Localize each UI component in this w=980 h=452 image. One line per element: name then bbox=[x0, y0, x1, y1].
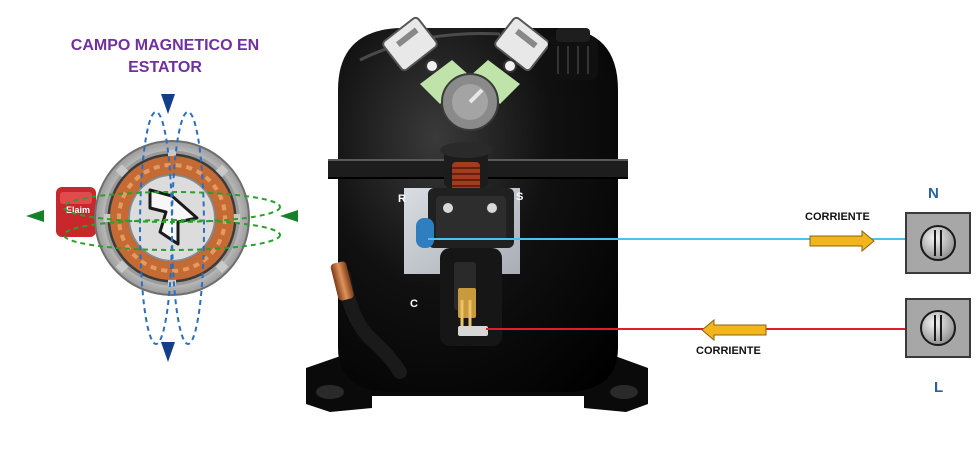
neutral-terminal bbox=[905, 212, 971, 274]
current-arrow-in bbox=[809, 229, 875, 253]
neutral-screw-icon bbox=[920, 225, 956, 261]
stator-badge: Elaim bbox=[66, 205, 90, 215]
line-screw-icon bbox=[920, 310, 956, 346]
field-arrow-right bbox=[280, 210, 298, 222]
current-label-out: CORRIENTE bbox=[696, 345, 761, 357]
page-title-line-2: ESTATOR bbox=[128, 59, 202, 76]
line-label: L bbox=[934, 379, 943, 396]
stator-illustration: Elaim bbox=[26, 94, 298, 362]
compressor-illustration: R S C bbox=[306, 16, 648, 412]
start-relay bbox=[416, 142, 514, 346]
field-arrow-top bbox=[161, 94, 175, 114]
rotor-shaft bbox=[148, 188, 199, 246]
process-cap bbox=[548, 28, 598, 80]
terminal-label-r: R bbox=[398, 193, 406, 205]
terminal-label-s: S bbox=[516, 191, 523, 203]
current-arrow-out bbox=[701, 318, 767, 342]
neutral-label: N bbox=[928, 185, 939, 202]
field-lines-vertical bbox=[139, 111, 205, 345]
terminal-label-c: C bbox=[410, 298, 418, 310]
field-arrow-bottom bbox=[161, 342, 175, 362]
page-title-line-1: CAMPO MAGNETICO EN bbox=[70, 37, 260, 54]
piston-assembly bbox=[382, 16, 550, 131]
stator-connector: Elaim bbox=[56, 187, 96, 237]
line-terminal bbox=[905, 298, 971, 358]
current-label-in: CORRIENTE bbox=[805, 211, 870, 223]
field-arrow-left bbox=[26, 210, 44, 222]
suction-tube bbox=[330, 261, 407, 379]
field-lines-horizontal bbox=[63, 191, 281, 251]
